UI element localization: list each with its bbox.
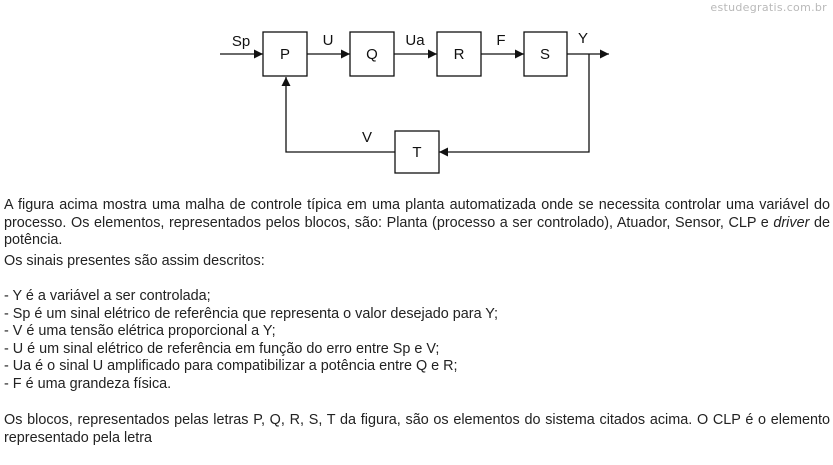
paragraph-intro-driver: driver <box>773 214 810 231</box>
block-p-label: P <box>280 46 290 63</box>
paragraph-signals-intro: Os sinais presentes são assim descritos: <box>4 252 265 269</box>
block-t: T <box>394 130 440 174</box>
signal-label-v: V <box>362 129 372 146</box>
signal-label-ua: Ua <box>405 32 425 49</box>
list-item: - Ua é o sinal U amplificado para compat… <box>4 358 458 374</box>
list-item: - V é uma tensão elétrica proporcional a… <box>4 323 276 339</box>
signal-label-y: Y <box>578 30 588 47</box>
question-text: A figura acima mostra uma malha de contr… <box>4 197 830 447</box>
paragraph-intro-end: de potência. <box>4 214 830 249</box>
arrow-feedback-y <box>439 54 590 157</box>
block-p: P <box>262 31 308 77</box>
list-item: - Y é a variável a ser controlada; <box>4 288 211 304</box>
block-t-label: T <box>412 144 421 161</box>
block-r: R <box>436 31 482 77</box>
list-item: - F é uma grandeza física. <box>4 375 172 392</box>
block-s-label: S <box>540 46 550 63</box>
list-item: - U é um sinal elétrico de referência em… <box>4 340 440 357</box>
paragraph-intro: A figura acima mostra uma malha de contr… <box>4 197 830 250</box>
block-q-label: Q <box>366 46 378 63</box>
block-r-label: R <box>454 46 465 63</box>
signal-label-sp: Sp <box>232 33 250 50</box>
control-loop-diagram: P Q R S T Sp U Ua F Y V <box>220 30 609 174</box>
list-item: - Sp é um sinal elétrico de referência q… <box>4 305 498 322</box>
paragraph-question: Os blocos, representados pelas letras P,… <box>4 412 830 446</box>
watermark: estudegratis.com.br <box>710 1 827 14</box>
arrow-feedback-v <box>281 77 395 153</box>
signal-label-f: F <box>496 32 505 49</box>
paragraph-intro-start: A figura acima mostra uma malha de contr… <box>4 197 830 231</box>
signals-list: - Y é a variável a ser controlada; - Sp … <box>4 288 830 393</box>
signal-label-u: U <box>323 32 334 49</box>
block-q: Q <box>349 31 395 77</box>
block-s: S <box>523 31 568 77</box>
